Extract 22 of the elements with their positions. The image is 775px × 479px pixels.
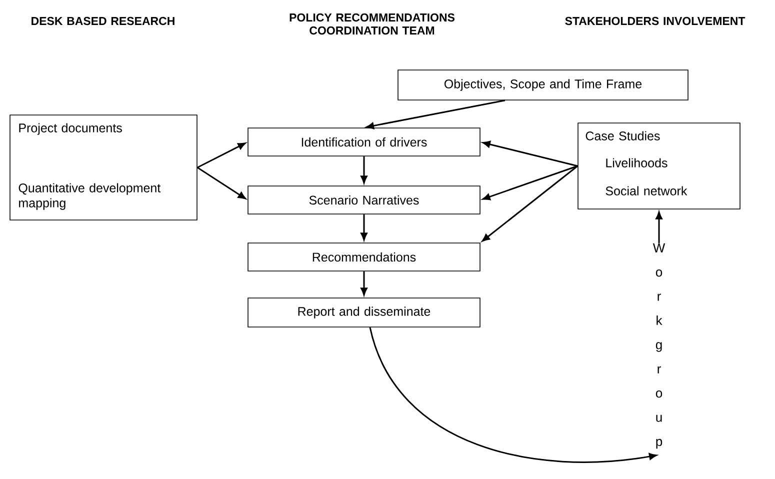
arrow [197,166,246,200]
arrow [656,212,662,244]
arrow [482,140,578,167]
arrow [197,142,246,168]
process-box: Recommendations [248,242,480,272]
arrow [360,156,368,184]
arrow [360,271,368,296]
arrow [366,100,506,130]
process-box: Objectives, Scope and Time Frame [398,70,688,100]
process-box: Scenario Narratives [248,186,480,214]
column-heading: DESK BASED RESEARCH [32,16,174,26]
text-box: Project documents Quantitative development mapping [10,114,198,220]
arrow [369,327,657,463]
column-heading: STAKEHOLDERS INVOLVEMENT [565,16,746,26]
arrow [360,214,368,240]
column-heading: POLICY RECOMMENDATIONS COORDINATION TEAM [290,13,454,35]
process-box: Report and disseminate [248,298,480,328]
arrow [482,165,578,200]
vertical-text: W o r k g r o u p [652,243,666,449]
text-box: Case Studies Livelihoods Social network [578,122,740,210]
arrow [482,165,578,242]
process-box: Identification of drivers [248,128,480,156]
